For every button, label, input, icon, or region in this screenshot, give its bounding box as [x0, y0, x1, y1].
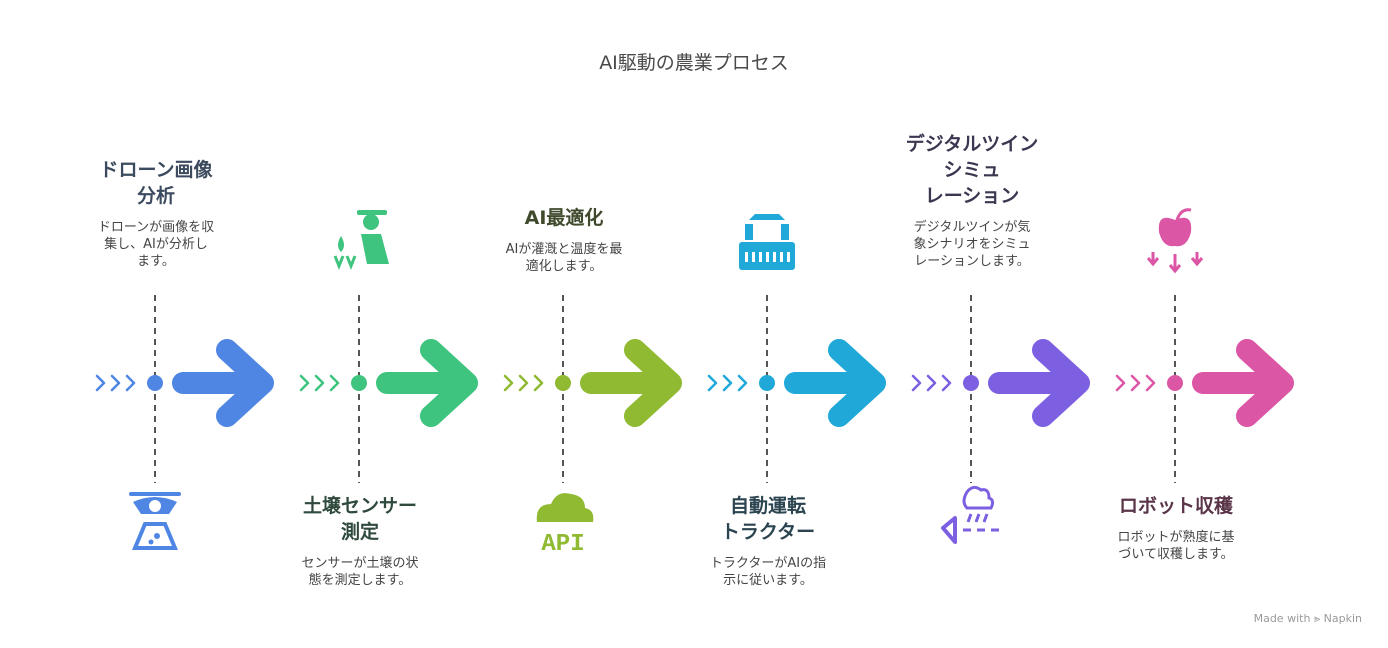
tractor-grille: [780, 252, 783, 262]
sprouts: [333, 255, 357, 271]
fruit-body: [1158, 217, 1192, 247]
chevron-icon: [95, 374, 106, 392]
chevron-icon: [941, 374, 952, 392]
arrow-right-icon: [580, 339, 682, 427]
step-node: [147, 375, 163, 391]
weather-simulation-icon: [941, 485, 999, 544]
step-1: [95, 295, 274, 483]
arrow-right-icon: [988, 339, 1090, 427]
farmer-hat: [357, 210, 387, 215]
api-text: API: [541, 531, 584, 558]
step-3: [503, 295, 682, 483]
drone-camera-icon: [129, 492, 181, 550]
chevron-icon: [533, 374, 544, 392]
napkin-logo-icon: ⪢: [1313, 612, 1321, 625]
step-node: [1167, 375, 1183, 391]
chevron-icon: [518, 374, 529, 392]
projector-shape: [941, 516, 957, 544]
step-title: 自動運転 トラクター: [720, 495, 816, 543]
step-description: AIが灌漑と温度を最 適化します。: [505, 242, 623, 274]
step-2: [299, 295, 478, 483]
chevron-icon: [722, 374, 733, 392]
tractor-cab-right: [781, 224, 789, 240]
step-node: [351, 375, 367, 391]
api-cloud-icon: API: [536, 493, 594, 558]
chevron-icon: [125, 374, 136, 392]
tractor-grille: [745, 252, 748, 262]
step-description: デジタルツインが気 象シナリオをシミュ レーションします。: [913, 220, 1031, 269]
ground-dot: [148, 539, 154, 545]
cloud-shape: [536, 493, 594, 522]
tractor-grille: [759, 252, 762, 262]
chevron-icon: [299, 374, 310, 392]
step-description: ロボットが熟度に基 づいて収穫します。: [1117, 530, 1235, 562]
step-label-4: 自動運転 トラクター トラクターがAIの指 示に従います。: [658, 493, 878, 589]
chevron-icon: [1115, 374, 1126, 392]
farmer-head: [363, 214, 379, 230]
camera-field: [132, 522, 178, 550]
arrow-right-icon: [784, 339, 886, 427]
napkin-credit: Made with ⪢ Napkin: [1254, 612, 1362, 626]
tractor-grille: [752, 252, 755, 262]
tractor-roof: [749, 214, 785, 220]
step-node: [555, 375, 571, 391]
brand-text: Napkin: [1323, 612, 1362, 625]
step-description: トラクターがAIの指 示に従います。: [709, 556, 827, 588]
chevron-icon: [707, 374, 718, 392]
diagram-title: AI駆動の農業プロセス: [599, 52, 789, 74]
farmer-body: [361, 234, 389, 264]
fruit-harvest-icon: [1146, 208, 1204, 274]
water-drop: [338, 236, 344, 252]
step-title: デジタルツイン シミュ レーション: [905, 133, 1039, 207]
step-6: [1115, 295, 1294, 483]
step-description: ドローンが画像を収 集し、AIが分析し ます。: [97, 220, 215, 269]
step-label-5: デジタルツイン シミュ レーション デジタルツインが気 象シナリオをシミュ レー…: [862, 131, 1082, 270]
rain-cloud: [962, 485, 995, 510]
step-description: センサーが土壌の状 態を測定します。: [301, 556, 419, 588]
step-title: ロボット収穫: [1118, 495, 1233, 517]
step-label-6: ロボット収穫 ロボットが熟度に基 づいて収穫します。: [1066, 493, 1286, 563]
step-title: 土壌センサー 測定: [302, 495, 417, 543]
rain-drops: [966, 513, 989, 523]
step-label-2: 土壌センサー 測定 センサーが土壌の状 態を測定します。: [250, 493, 470, 589]
arrow-right-icon: [1192, 339, 1294, 427]
drone-rotor: [129, 492, 181, 496]
arrow-down: [1146, 252, 1160, 267]
chevron-icon: [314, 374, 325, 392]
arrow-right-icon: [172, 339, 274, 427]
chevron-icon: [1130, 374, 1141, 392]
step-label-1: ドローン画像 分析 ドローンが画像を収 集し、AIが分析し ます。: [46, 157, 266, 270]
tractor-icon: [739, 214, 795, 270]
step-node: [759, 375, 775, 391]
chevron-icon: [737, 374, 748, 392]
step-title: ドローン画像 分析: [99, 159, 213, 207]
chevron-icon: [1145, 374, 1156, 392]
arrow-down: [1190, 252, 1204, 267]
farmer-sensor-icon: [333, 210, 389, 271]
step-label-3: AI最適化 AIが灌漑と温度を最 適化します。: [454, 205, 674, 275]
arrow-down: [1168, 254, 1182, 274]
fruit-stem: [1175, 208, 1192, 221]
chevron-icon: [329, 374, 340, 392]
tractor-grille: [766, 252, 769, 262]
chevron-icon: [503, 374, 514, 392]
arrow-right-icon: [376, 339, 478, 427]
step-title: AI最適化: [524, 207, 604, 229]
step-4: [707, 295, 886, 483]
chevron-icon: [911, 374, 922, 392]
made-with-text: Made with: [1253, 612, 1311, 625]
tractor-cab-left: [745, 224, 753, 240]
tractor-grille: [787, 252, 790, 262]
drone-lens: [149, 500, 161, 512]
step-5: [911, 295, 1090, 483]
chevron-icon: [110, 374, 121, 392]
step-node: [963, 375, 979, 391]
ground-dot: [154, 533, 160, 539]
tractor-grille: [773, 252, 776, 262]
chevron-icon: [926, 374, 937, 392]
